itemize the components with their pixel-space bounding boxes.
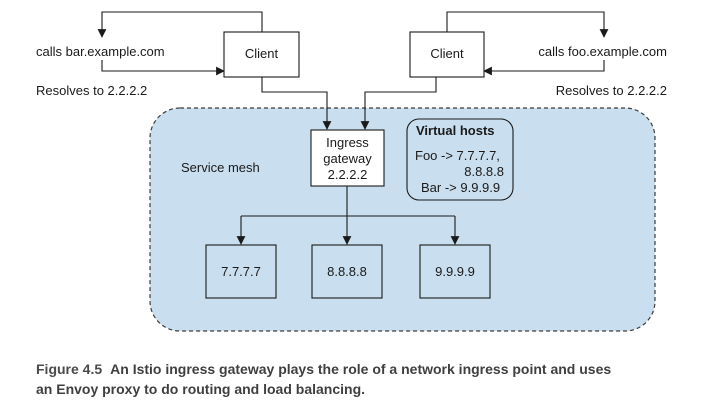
virtual-hosts-line-2: 8.8.8.8 [464,164,504,179]
right-resolve-arrow [483,60,605,76]
left-resolve-arrow [101,60,225,76]
virtual-hosts-box [406,118,514,201]
left-resolve-label: Resolves to 2.2.2.2 [36,83,147,98]
service-box-1 [205,244,277,299]
gateway-line-1: Ingress [326,135,369,150]
client-right-label: Client [430,46,464,61]
istio-ingress-diagram: Service mesh calls bar.example.com Resol… [36,11,667,332]
client-right-to-gateway-arrow [360,77,437,130]
service-box-2 [311,244,383,299]
figure-caption: Figure 4.5 An Istio ingress gateway plays… [36,359,686,399]
ingress-gateway-box [310,129,385,187]
service-label-3: 9.9.9.9 [435,264,475,279]
left-call-loop-arrow [97,11,263,38]
right-call-label: calls foo.example.com [538,44,667,59]
client-box-left [223,31,300,78]
right-resolve-label: Resolves to 2.2.2.2 [556,83,667,98]
gateway-line-2: gateway [323,151,372,166]
client-left-label: Client [245,46,279,61]
client-box-right [409,31,485,78]
caption-line-1: Figure 4.5 An Istio ingress gateway plays… [36,359,686,379]
caption-text-1: An Istio ingress gateway plays the role … [110,361,612,377]
service-box-3 [419,244,491,299]
client-left-to-gateway-arrow [261,77,332,130]
service-mesh-label: Service mesh [181,160,260,175]
right-call-loop-arrow [446,11,609,38]
caption-line-2: an Envoy proxy to do routing and load ba… [36,381,366,397]
left-call-label: calls bar.example.com [36,44,165,59]
service-label-2: 8.8.8.8 [327,264,367,279]
service-label-1: 7.7.7.7 [221,264,261,279]
figure-number: Figure 4.5 [36,361,103,377]
virtual-hosts-title: Virtual hosts [416,123,495,138]
gateway-line-3: 2.2.2.2 [328,167,368,182]
virtual-hosts-line-3: Bar -> 9.9.9.9 [421,180,500,195]
virtual-hosts-line-1: Foo -> 7.7.7.7, [415,148,500,163]
